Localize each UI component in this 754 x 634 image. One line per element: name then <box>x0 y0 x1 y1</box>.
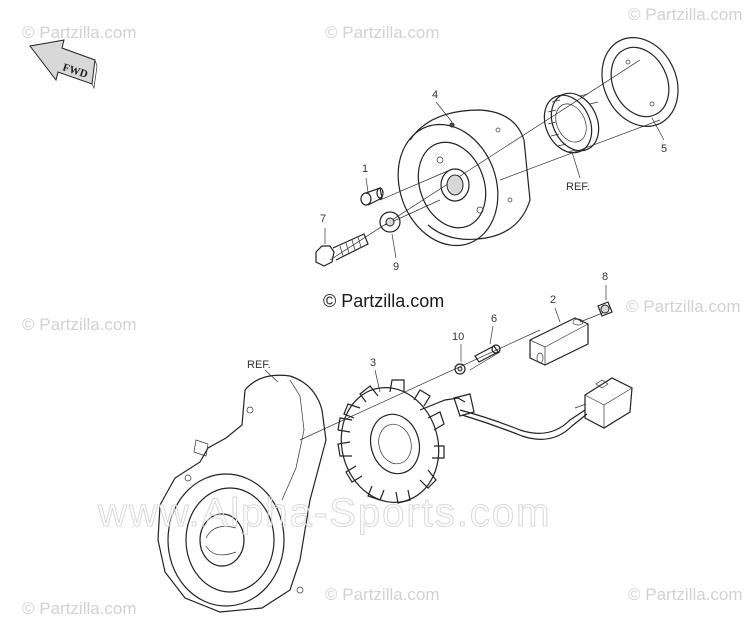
pulser-coil-part <box>529 317 589 366</box>
nut-part <box>454 363 466 375</box>
watermark-layer: © Partzilla.com © Partzilla.com © Partzi… <box>22 5 743 618</box>
watermark-text: © Partzilla.com <box>325 585 440 604</box>
callout-6: 6 <box>491 313 497 325</box>
callout-8: 8 <box>602 271 608 283</box>
flange-bolt-part <box>315 233 369 267</box>
watermark-text: © Partzilla.com <box>628 585 743 604</box>
stator-bolt-part <box>474 344 501 363</box>
callout-4: 4 <box>432 89 438 101</box>
callout-1: 1 <box>362 163 368 175</box>
center-watermark: © Partzilla.com <box>323 291 444 311</box>
flywheel-rotor-icon <box>397 109 531 247</box>
wiring-harness-part <box>459 377 633 440</box>
watermark-text: © Partzilla.com <box>22 315 137 334</box>
watermark-text: © Partzilla.com <box>22 599 137 618</box>
stator-coil-icon <box>337 379 475 504</box>
small-bolt-part <box>360 187 384 206</box>
washer-part <box>379 211 401 233</box>
callout-2: 2 <box>550 294 556 306</box>
ref-upper-label: REF. <box>566 181 590 193</box>
watermark-text: © Partzilla.com <box>626 297 741 316</box>
callout-3: 3 <box>370 357 376 369</box>
callout-10: 10 <box>452 331 464 343</box>
small-screw-part <box>597 301 613 317</box>
leader-lines <box>264 101 665 393</box>
callout-7: 7 <box>320 213 326 225</box>
outer-ring-part <box>601 37 679 127</box>
watermark-text: © Partzilla.com <box>22 23 137 42</box>
ref-lower-label: REF. <box>247 359 271 371</box>
fwd-arrow-icon: FWD <box>29 39 98 90</box>
engine-cover-part <box>157 374 327 613</box>
watermark-text: © Partzilla.com <box>628 5 743 24</box>
callout-labels: 4 1 7 9 5 REF. 8 2 6 10 3 REF. <box>247 89 667 371</box>
clutch-bearing-part <box>543 92 600 154</box>
callout-5: 5 <box>661 143 667 155</box>
watermark-text: © Partzilla.com <box>325 23 440 42</box>
callout-9: 9 <box>393 261 399 273</box>
alpha-sports-watermark: www.Alpha-Sports.com <box>97 491 551 535</box>
